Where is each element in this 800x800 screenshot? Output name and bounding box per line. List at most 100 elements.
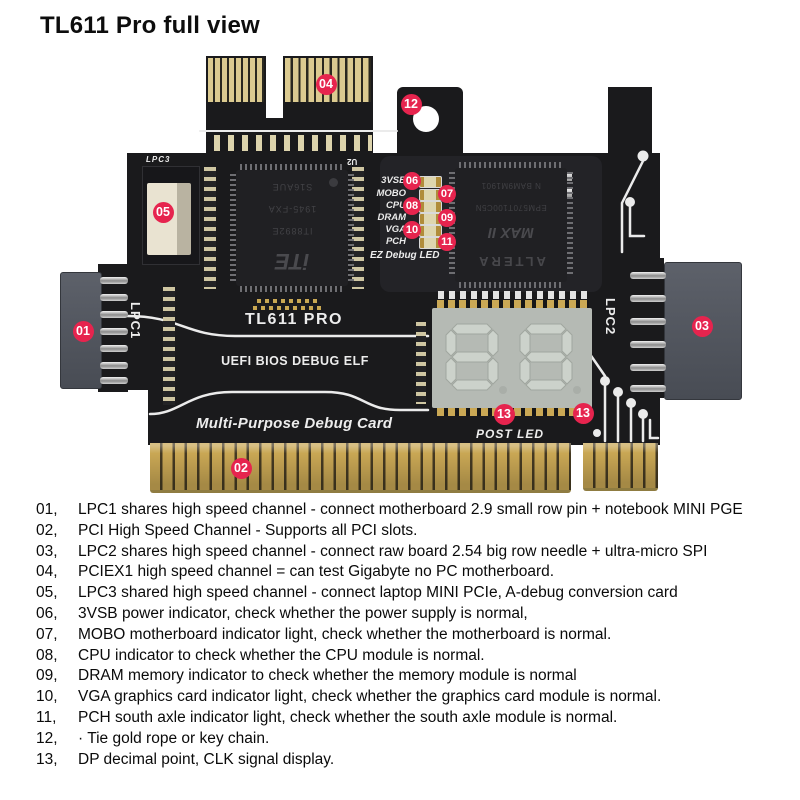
smd-row-top bbox=[214, 135, 372, 151]
note-13-num: 13, bbox=[36, 750, 58, 768]
note-05: 05, LPC3 shared high speed channel - conn… bbox=[36, 584, 776, 605]
note-09-num: 09, bbox=[36, 667, 58, 685]
lpc1-label: LPC1 bbox=[128, 302, 143, 340]
altera-chip-line2: N BAM9M1901 bbox=[481, 180, 541, 190]
note-01: 01, LPC1 shares high speed channel - conn… bbox=[36, 501, 776, 522]
ez-debug-row-mobo: MOBO 07 bbox=[372, 185, 464, 203]
marker-10: 10 bbox=[403, 221, 421, 239]
ite-chip-logo: iTE bbox=[274, 249, 310, 274]
note-03: 03, LPC2 shares high speed channel - conn… bbox=[36, 543, 776, 564]
note-06-text: 3VSB power indicator, check whether the … bbox=[78, 604, 528, 622]
pcb-right-pinfield bbox=[628, 258, 664, 398]
ite-chip-line3: S16AUE bbox=[271, 182, 313, 192]
display-pads-top bbox=[437, 300, 589, 308]
note-07-num: 07, bbox=[36, 625, 58, 643]
board-footer-label: Multi-Purpose Debug Card bbox=[196, 415, 393, 432]
ez-debug-row-pch: PCH 11 bbox=[372, 233, 464, 251]
silk-dots-row-1 bbox=[257, 299, 321, 303]
pcb-top-right-strip bbox=[608, 87, 652, 157]
note-05-num: 05, bbox=[36, 584, 58, 602]
pci-fingers-short bbox=[583, 443, 658, 491]
note-12: 12, · Tie gold rope or key chain. bbox=[36, 730, 776, 751]
seven-segment-digit-left bbox=[445, 323, 507, 394]
note-04: 04, PCIEX1 high speed channel = can test … bbox=[36, 563, 776, 584]
note-05-text: LPC3 shared high speed channel - connect… bbox=[78, 584, 678, 602]
ez-label-vga: VGA bbox=[385, 224, 406, 235]
marker-07: 07 bbox=[438, 185, 456, 203]
ez-label-pch: PCH bbox=[385, 236, 406, 247]
note-02-text: PCI High Speed Channel - Supports all PC… bbox=[78, 521, 418, 539]
altera-chip-logo: MAX II bbox=[488, 224, 534, 242]
ite-chip-line1: IT8892E bbox=[271, 226, 313, 236]
lpc2-label: LPC2 bbox=[603, 298, 618, 336]
note-09: 09, DRAM memory indicator to check whethe… bbox=[36, 667, 776, 688]
note-10: 10,VGA graphics card indicator light, ch… bbox=[36, 688, 776, 709]
note-12-num: 12, bbox=[36, 729, 58, 747]
note-04-text: PCIEX1 high speed channel = can test Gig… bbox=[78, 563, 555, 581]
pci-fingers-long bbox=[150, 443, 571, 493]
lpc3-label: LPC3 bbox=[146, 155, 171, 164]
pcie-x1-fingers-left bbox=[208, 58, 264, 102]
notes-list: 01, LPC1 shares high speed channel - conn… bbox=[36, 501, 776, 771]
note-01-num: 01, bbox=[36, 501, 58, 518]
ez-debug-row-vga: VGA 10 bbox=[372, 221, 464, 239]
note-10-num: 10, bbox=[36, 688, 58, 706]
note-13-text: DP decimal point, CLK signal display. bbox=[78, 750, 335, 768]
ez-debug-row-3vsb: 3VSB 06 bbox=[372, 172, 464, 190]
marker-13-left: 13 bbox=[493, 403, 515, 425]
note-08-num: 08, bbox=[36, 646, 58, 664]
smd-strip-display-left bbox=[416, 322, 426, 404]
ez-debug-led-label: EZ Debug LED bbox=[370, 250, 440, 261]
note-12-text: · Tie gold rope or key chain. bbox=[78, 729, 270, 747]
ite-chip-line2: 1945-FXA bbox=[267, 204, 317, 214]
ez-label-cpu: CPU bbox=[385, 200, 406, 211]
page-title: TL611 Pro full view bbox=[40, 12, 260, 39]
ez-label-3vsb: 3VSB bbox=[381, 175, 406, 186]
ez-label-mobo: MOBO bbox=[376, 188, 406, 199]
note-11-text: PCH south axle indicator light, check wh… bbox=[78, 708, 618, 726]
note-03-num: 03, bbox=[36, 542, 58, 560]
u2-marking: U2 bbox=[347, 157, 358, 166]
note-11: 11, PCH south axle indicator light, check… bbox=[36, 709, 776, 730]
marker-03: 03 bbox=[691, 315, 713, 337]
marker-06: 06 bbox=[403, 172, 421, 190]
note-02: 02, PCI High Speed Channel - Supports all… bbox=[36, 522, 776, 543]
marker-13-right: 13 bbox=[572, 402, 594, 424]
note-13: 13, DP decimal point, CLK signal display. bbox=[36, 751, 776, 772]
marker-11: 11 bbox=[438, 233, 456, 251]
note-02-num: 02, bbox=[36, 521, 58, 539]
note-06-num: 06, bbox=[36, 604, 58, 622]
altera-chip-brand: ALTERA bbox=[476, 254, 546, 270]
ez-debug-row-cpu: CPU 08 bbox=[372, 197, 464, 215]
marker-12: 12 bbox=[400, 93, 422, 115]
note-01-text: LPC1 shares high speed channel - connect… bbox=[78, 501, 743, 518]
marker-01: 01 bbox=[72, 320, 94, 342]
note-03-text: LPC2 shares high speed channel - connect… bbox=[78, 542, 708, 560]
note-08-text: CPU indicator to check whether the CPU m… bbox=[78, 646, 485, 664]
note-11-num: 11, bbox=[36, 708, 57, 726]
note-07-text: MOBO motherboard indicator light, check … bbox=[78, 625, 612, 643]
board-subtitle-label: UEFI BIOS DEBUG ELF bbox=[221, 354, 369, 368]
note-06: 06, 3VSB power indicator, check whether t… bbox=[36, 605, 776, 626]
board-model-label: TL611 PRO bbox=[245, 311, 343, 328]
post-led-label: POST LED bbox=[475, 427, 544, 441]
marker-05: 05 bbox=[152, 201, 174, 223]
altera-max2-chip: ALTERA MAX II EPM570T100C5N N BAM9M1901 bbox=[455, 168, 567, 282]
ite-chip: iTE IT8892E 1945-FXA S16AUE bbox=[236, 170, 348, 286]
seven-segment-digit-right bbox=[519, 323, 581, 394]
note-09-text: DRAM memory indicator to check whether t… bbox=[78, 667, 577, 685]
altera-chip-line1: EPM570T100C5N bbox=[475, 202, 547, 212]
ez-label-dram: DRAM bbox=[377, 212, 407, 223]
smd-strip-ite-left bbox=[204, 167, 216, 289]
note-07: 07, MOBO motherboard indicator light, che… bbox=[36, 626, 776, 647]
smd-strip-left bbox=[163, 287, 175, 405]
ite-chip-pin1-dot bbox=[329, 178, 338, 187]
via-pad-row bbox=[438, 291, 588, 299]
marker-04: 04 bbox=[315, 73, 337, 95]
ez-debug-row-dram: DRAM 09 bbox=[372, 209, 464, 227]
marker-08: 08 bbox=[403, 197, 421, 215]
trace-overlay bbox=[125, 130, 660, 443]
note-04-num: 04, bbox=[36, 563, 58, 581]
marker-02: 02 bbox=[230, 457, 252, 479]
